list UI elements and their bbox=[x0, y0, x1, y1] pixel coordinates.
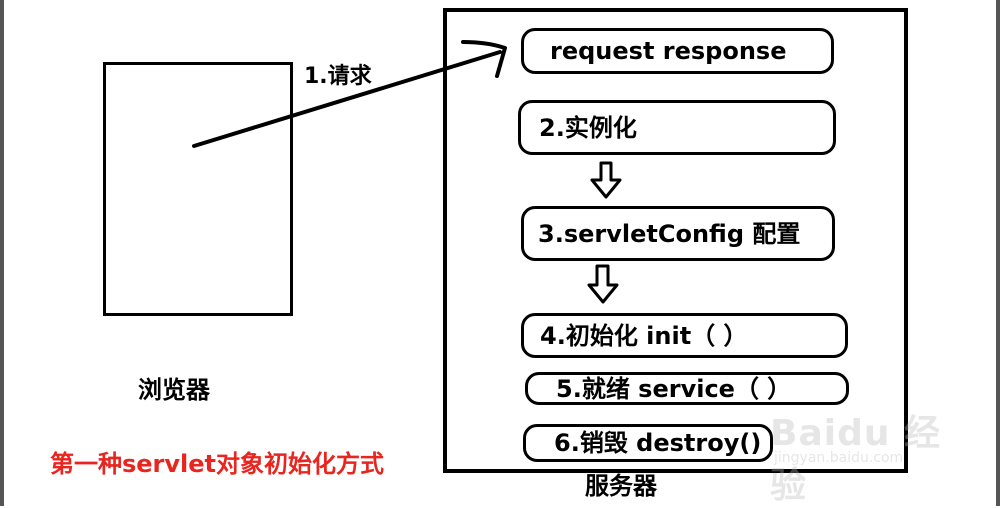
step-init: 4.初始化 init（ ） bbox=[521, 313, 848, 358]
browser-box bbox=[103, 62, 293, 316]
step-destroy: 6.销毁 destroy() bbox=[523, 424, 773, 462]
step-servlet-config: 3.servletConfig 配置 bbox=[521, 206, 835, 261]
server-label: 服务器 bbox=[585, 472, 657, 500]
left-edge-strip bbox=[0, 0, 4, 506]
step-servlet-config-label: 3.servletConfig 配置 bbox=[538, 219, 801, 248]
watermark-logo: Baidu 经验 bbox=[770, 413, 942, 506]
browser-label: 浏览器 bbox=[138, 376, 210, 404]
right-edge-strip bbox=[996, 0, 1000, 506]
step-request-response-label: request response bbox=[550, 37, 787, 65]
step-init-label: 4.初始化 init（ ） bbox=[540, 321, 748, 350]
step-destroy-label: 6.销毁 destroy() bbox=[554, 429, 762, 457]
watermark-url: jingyan.baidu.com bbox=[774, 450, 904, 466]
server-box bbox=[443, 8, 908, 473]
step-service-label: 5.就绪 service（ ） bbox=[556, 374, 792, 403]
step-request-response: request response bbox=[521, 28, 834, 74]
step-service: 5.就绪 service（ ） bbox=[525, 372, 849, 405]
step-instantiate: 2.实例化 bbox=[518, 100, 836, 155]
request-label: 1.请求 bbox=[304, 64, 372, 89]
caption-title: 第一种servlet对象初始化方式 bbox=[50, 450, 385, 478]
step-instantiate-label: 2.实例化 bbox=[539, 113, 637, 142]
baidu-watermark: Baidu 经验 jingyan.baidu.com bbox=[760, 400, 960, 506]
